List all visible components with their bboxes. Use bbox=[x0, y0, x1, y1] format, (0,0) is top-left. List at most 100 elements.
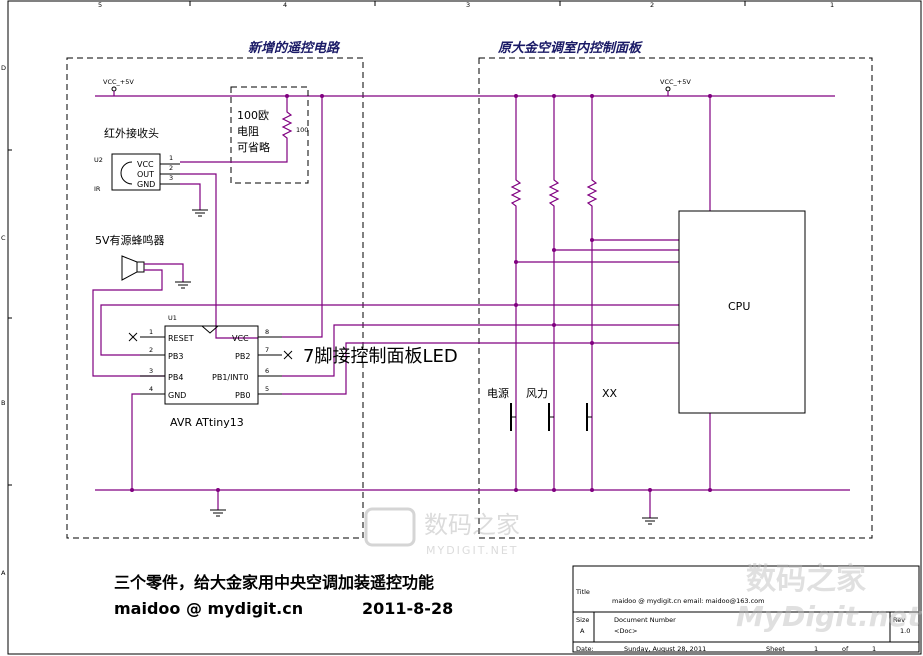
mcu-pin-num: 5 bbox=[265, 385, 269, 393]
tb-of-label: of bbox=[842, 645, 849, 653]
title-block: Title maidoo @ mydigit.cn email: maidoo@… bbox=[572, 565, 920, 653]
mcu-pin-name: PB1/INT0 bbox=[212, 373, 248, 382]
mcu-pin-name: VCC bbox=[232, 334, 249, 343]
tb-rev-label: Rev bbox=[893, 616, 905, 624]
ground-symbol bbox=[175, 281, 191, 289]
tb-sheet-label: Sheet bbox=[766, 645, 785, 653]
ir-pin-name: OUT bbox=[137, 170, 154, 179]
resistor-note-box bbox=[230, 86, 309, 184]
new-remote-section bbox=[66, 57, 364, 539]
tb-of-value: 1 bbox=[872, 645, 876, 653]
ir-pin-name: GND bbox=[137, 180, 155, 189]
ir-pin-num: 1 bbox=[169, 154, 173, 162]
pushbutton-switches bbox=[510, 403, 592, 431]
tb-sheet-value: 1 bbox=[814, 645, 818, 653]
zone-mark: 5 bbox=[98, 1, 102, 9]
tb-rev-value: 1.0 bbox=[900, 627, 910, 635]
vcc-symbol-left bbox=[111, 86, 117, 92]
caption-line1: 三个零件，给大金家用中央空调加装遥控功能 bbox=[114, 573, 434, 592]
cpu-label: CPU bbox=[728, 300, 750, 313]
zone-mark: 3 bbox=[466, 1, 470, 9]
ir-out-wire bbox=[180, 173, 258, 339]
mcu-gnd-wire bbox=[131, 393, 140, 490]
no-connect-marker bbox=[128, 332, 293, 360]
mcu-pin-name: GND bbox=[168, 391, 186, 400]
zone-mark: A bbox=[1, 569, 6, 577]
vcc-label-left: VCC_+5V bbox=[103, 78, 134, 86]
vcc-symbol-right bbox=[665, 86, 671, 92]
tb-title-value: maidoo @ mydigit.cn email: maidoo@163.co… bbox=[612, 597, 765, 605]
mcu-body bbox=[164, 325, 259, 405]
center-watermark: 数码之家 MYDIGIT.NET bbox=[364, 507, 520, 557]
watermark-text: 数码之家 bbox=[424, 511, 520, 539]
tb-size-value: A bbox=[580, 627, 585, 635]
vcc-label-right: VCC_+5V bbox=[660, 78, 691, 86]
mcu-ref: U1 bbox=[168, 314, 177, 322]
resistor-100 bbox=[180, 96, 293, 163]
buzzer-pb4-wire bbox=[92, 269, 165, 377]
ground-symbol bbox=[642, 517, 658, 525]
ir-pin-num: 3 bbox=[169, 174, 173, 182]
ground-symbol bbox=[210, 509, 226, 517]
ir-ref: U2 bbox=[94, 156, 103, 164]
tb-size-label: Size bbox=[576, 616, 589, 624]
ir-receiver-lens bbox=[120, 161, 133, 185]
mcu-pin-name: RESET bbox=[168, 334, 194, 343]
ir-gnd-wire bbox=[180, 183, 201, 210]
ir-receiver-body bbox=[111, 153, 161, 191]
mcu-pin-num: 3 bbox=[149, 367, 153, 375]
corner-watermark: 数码之家 MyDigit.net bbox=[736, 562, 923, 633]
mcu-pin-name: PB4 bbox=[168, 373, 183, 382]
mcu-pin-num: 4 bbox=[149, 385, 153, 393]
led-note: 7脚接控制面板LED bbox=[303, 346, 458, 367]
mcu-pin-num: 6 bbox=[265, 367, 269, 375]
mcu-pin-num: 1 bbox=[149, 328, 153, 336]
cpu-block bbox=[678, 210, 806, 414]
top-zone-ticks: 5 4 3 2 1 bbox=[98, 1, 834, 9]
zone-mark: C bbox=[1, 234, 6, 242]
corner-watermark-sub: MyDigit.net bbox=[736, 600, 923, 633]
tb-docnum-value: <Doc> bbox=[614, 627, 637, 635]
ir-pin-name: VCC bbox=[137, 160, 154, 169]
mcu-pin-num: 2 bbox=[149, 346, 153, 354]
corner-watermark-text: 数码之家 bbox=[746, 562, 866, 597]
caption-date: 2011-8-28 bbox=[362, 599, 453, 618]
zone-mark: D bbox=[1, 64, 6, 72]
ir-type: IR bbox=[94, 185, 101, 193]
mcu-pin-name: PB3 bbox=[168, 352, 183, 361]
tb-date-label: Date: bbox=[576, 645, 594, 653]
mcu-name: AVR ATtiny13 bbox=[170, 416, 244, 429]
ground-symbol bbox=[192, 209, 208, 217]
button-label-fan: 风力 bbox=[526, 387, 548, 400]
left-section-title: 新增的遥控电路 bbox=[248, 40, 341, 56]
zone-mark: 4 bbox=[283, 1, 287, 9]
zone-mark: B bbox=[1, 399, 5, 407]
mcu-vcc-wire bbox=[282, 96, 323, 338]
zone-mark: 2 bbox=[650, 1, 654, 9]
buzzer-gnd-wire bbox=[144, 263, 184, 282]
pull-up-resistors bbox=[510, 96, 598, 490]
button-label-power: 电源 bbox=[487, 386, 509, 400]
mcu-pin-num: 7 bbox=[265, 346, 269, 354]
caption-author: maidoo @ mydigit.cn bbox=[114, 599, 303, 618]
button-label-xx: XX bbox=[602, 387, 618, 400]
buzzer-icon bbox=[121, 255, 138, 281]
mcu-pin-name: PB2 bbox=[235, 352, 250, 361]
pb1-fan-wire bbox=[282, 324, 679, 377]
watermark-sub: MYDIGIT.NET bbox=[426, 544, 519, 557]
tb-date-value: Sunday, August 28, 2011 bbox=[624, 645, 706, 653]
ir-receiver-title: 红外接收头 bbox=[104, 126, 159, 140]
resistor-note-line1: 100欧 bbox=[237, 109, 269, 122]
pb0-xx-wire bbox=[282, 342, 679, 395]
zone-mark: 1 bbox=[830, 1, 834, 9]
right-section-title: 原大金空调室内控制面板 bbox=[497, 40, 643, 56]
tb-title-label: Title bbox=[575, 588, 590, 596]
buzzer-title: 5V有源蜂鸣器 bbox=[95, 233, 165, 247]
mcu-pin-num: 8 bbox=[265, 328, 269, 336]
mcu-pin-name: PB0 bbox=[235, 391, 250, 400]
resistor-note-line2: 电阻 bbox=[237, 125, 259, 138]
left-zone-ticks: D C B A bbox=[1, 64, 12, 577]
resistor-note-line3: 可省略 bbox=[237, 140, 270, 154]
pb3-power-wire bbox=[100, 304, 516, 356]
